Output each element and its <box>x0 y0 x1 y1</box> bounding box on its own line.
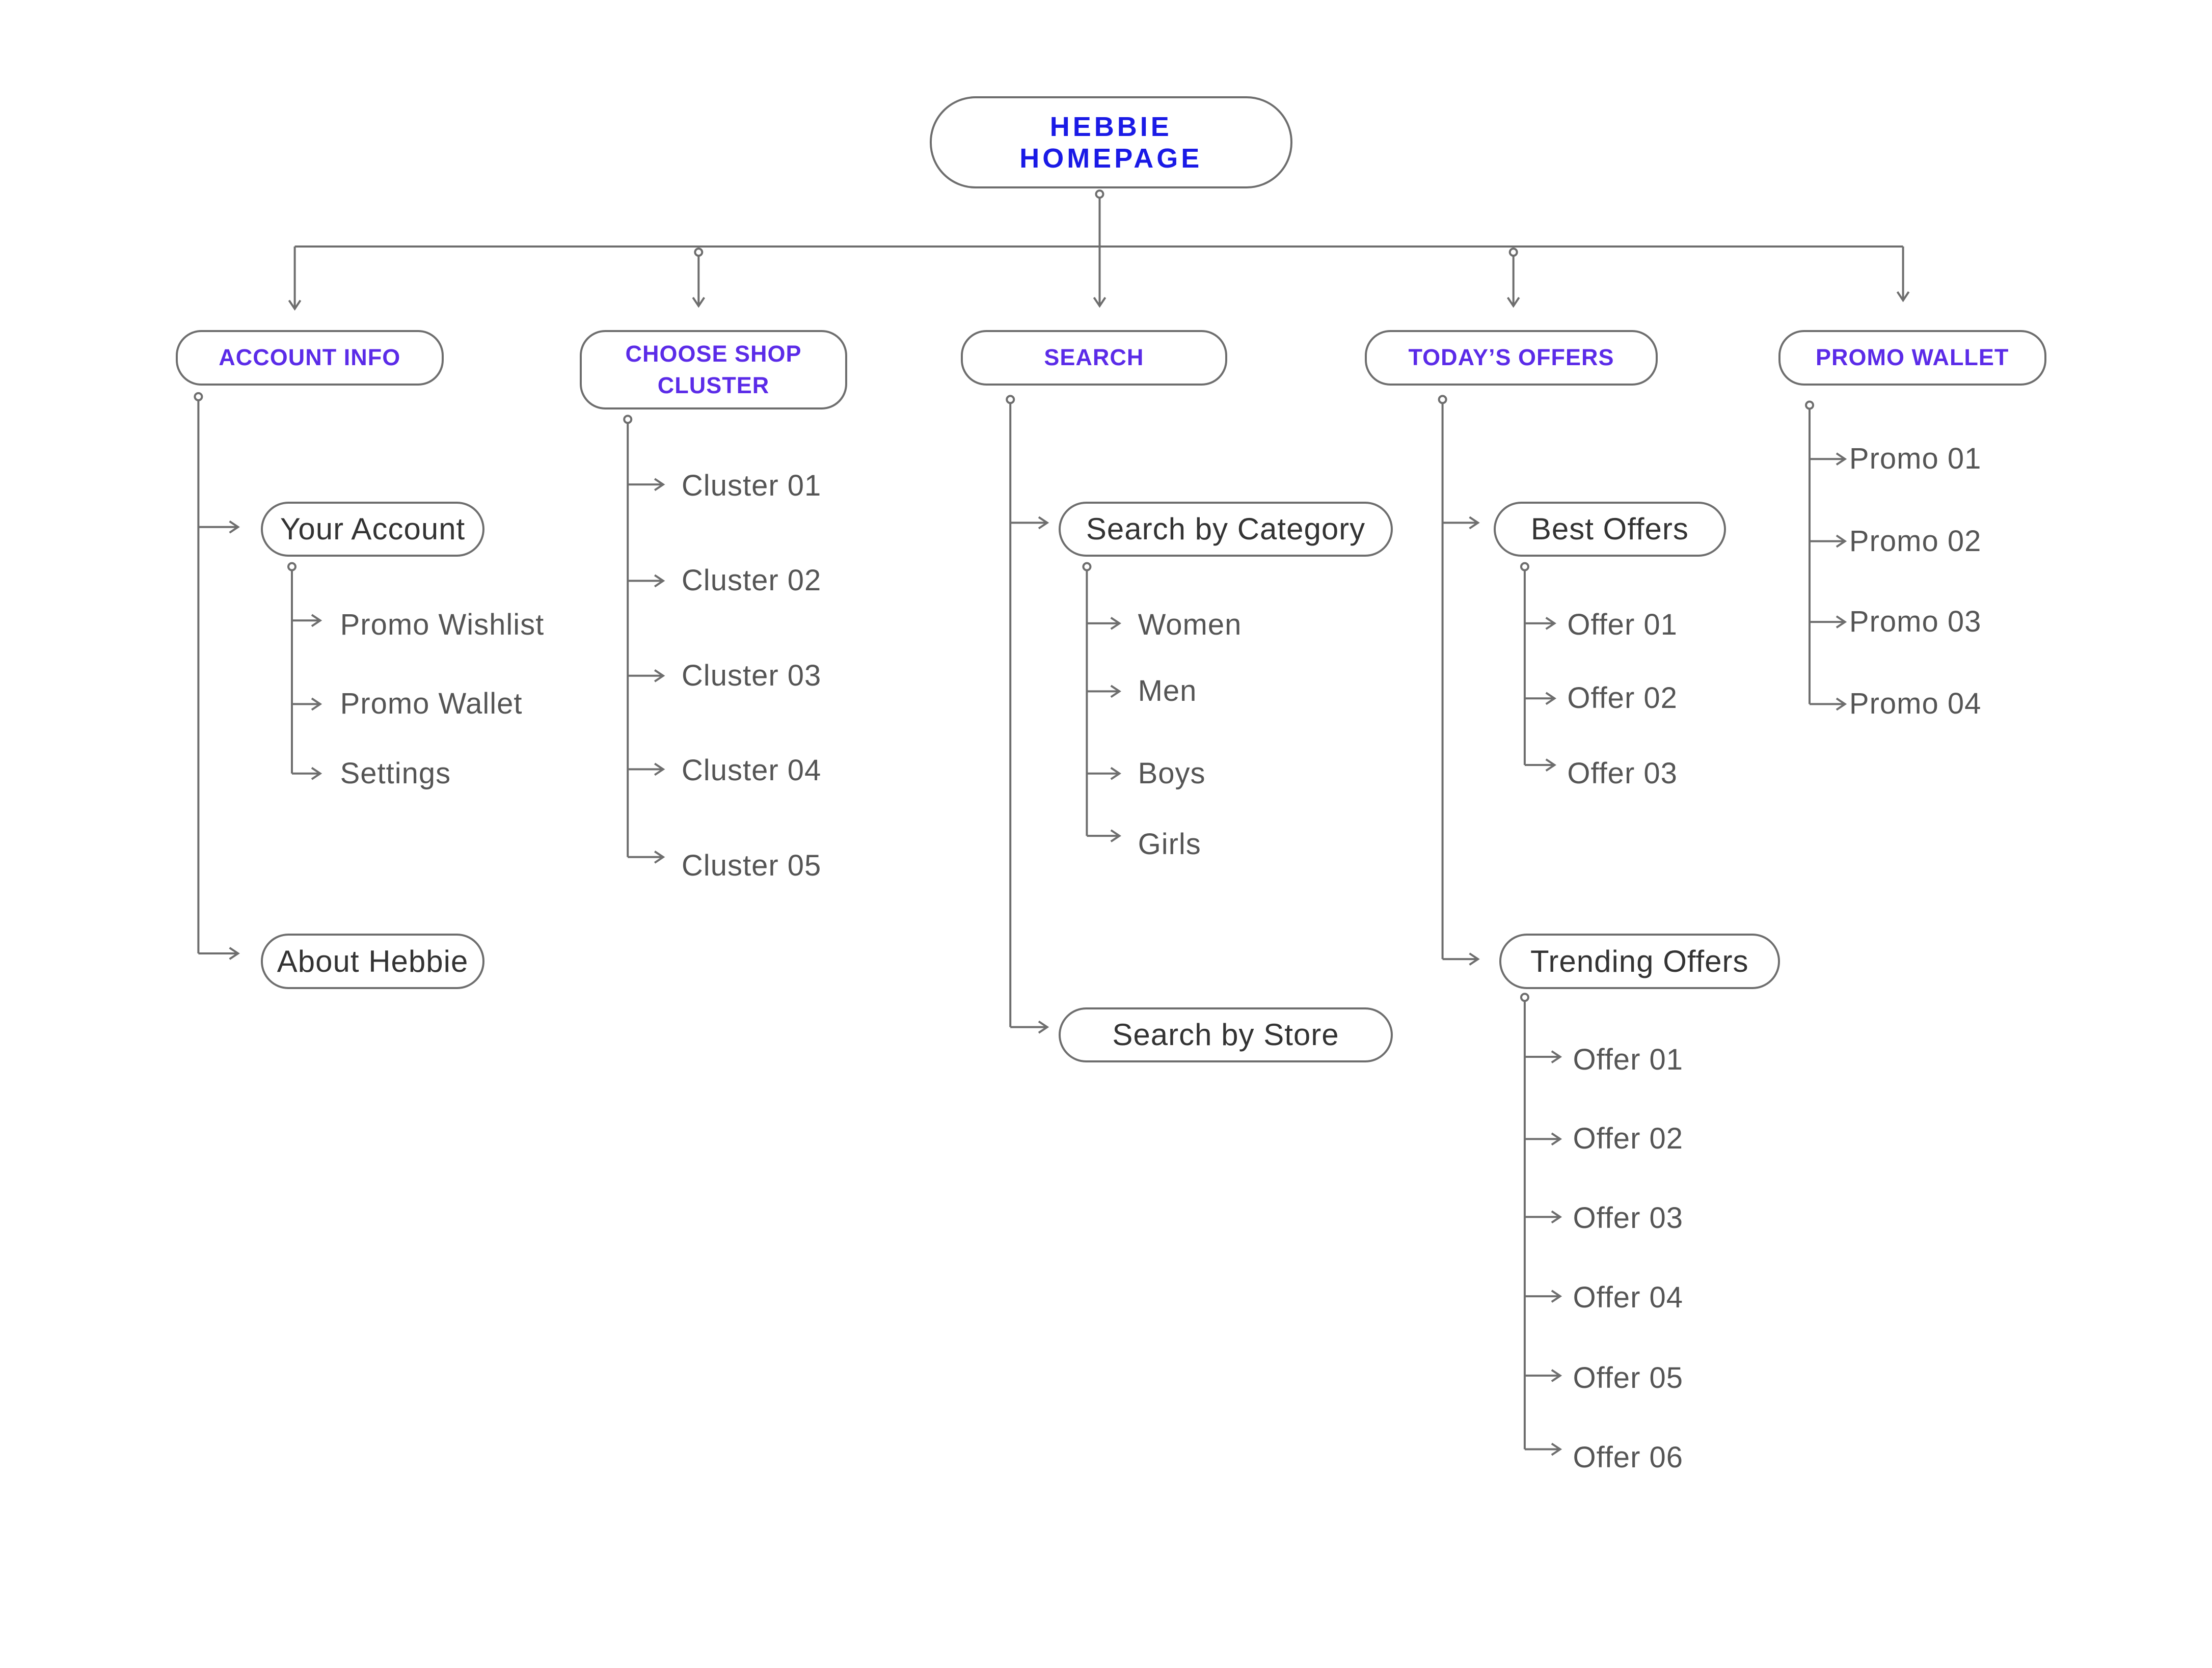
category-label: CHOOSE SHOP CLUSTER <box>625 340 802 398</box>
node-search-by-store: Search by Store <box>1058 1007 1393 1063</box>
leaf-trending-offer-03: Offer 03 <box>1573 1201 1684 1235</box>
arrowhead-right <box>1110 685 1122 698</box>
search-dot <box>1006 395 1015 404</box>
trending-dot <box>1520 993 1529 1002</box>
arrowhead-right <box>1551 1442 1562 1456</box>
leaf-promo-04: Promo 04 <box>1849 687 1982 721</box>
arrowhead-right <box>1836 697 1847 711</box>
leaf-trending-offer-04: Offer 04 <box>1573 1280 1684 1314</box>
leaf-best-offer-01: Offer 01 <box>1567 608 1678 641</box>
arrowhead-down <box>1896 291 1910 303</box>
best-dot <box>1520 562 1529 571</box>
node-label: Trending Offers <box>1530 944 1749 978</box>
leaf-cluster-04: Cluster 04 <box>681 754 822 787</box>
arrowhead-right <box>1469 516 1480 530</box>
drop-offers-dot <box>1508 248 1518 257</box>
node-label: Your Account <box>280 512 466 546</box>
leaf-best-offer-02: Offer 02 <box>1567 681 1678 715</box>
account-dot <box>194 392 203 401</box>
arrowhead-down <box>1093 296 1107 308</box>
arrowhead-right <box>1545 617 1557 630</box>
arrowhead-right <box>229 520 240 534</box>
leaf-cluster-01: Cluster 01 <box>681 469 822 503</box>
node-label: About Hebbie <box>277 944 469 978</box>
arrowhead-right <box>1110 767 1122 780</box>
arrowhead-right <box>654 851 665 864</box>
root-dot <box>1095 189 1104 199</box>
arrowhead-right <box>1551 1210 1562 1224</box>
arrowhead-right <box>654 762 665 776</box>
category-dot <box>1082 562 1092 571</box>
leaf-girls: Girls <box>1138 827 1201 861</box>
arrowhead-right <box>1551 1050 1562 1063</box>
arrowhead-right <box>654 669 665 682</box>
arrowhead-down <box>288 299 302 311</box>
arrowhead-right <box>1469 952 1480 966</box>
arrowhead-right <box>1836 615 1847 628</box>
leaf-trending-offer-05: Offer 05 <box>1573 1361 1684 1395</box>
node-label: Search by Category <box>1086 512 1366 546</box>
arrowhead-right <box>1545 692 1557 705</box>
category-account-info: ACCOUNT INFO <box>175 330 444 386</box>
leaf-men: Men <box>1138 674 1197 708</box>
root-node: HEBBIE HOMEPAGE <box>929 96 1292 188</box>
node-your-account: Your Account <box>260 501 485 557</box>
arrowhead-right <box>1038 1020 1049 1034</box>
arrowhead-right <box>1110 829 1122 842</box>
arrowhead-right <box>654 478 665 491</box>
leaf-promo-wishlist: Promo Wishlist <box>340 608 545 641</box>
arrowhead-right <box>1551 1369 1562 1382</box>
node-search-by-category: Search by Category <box>1058 501 1393 557</box>
category-label: TODAY’S OFFERS <box>1408 344 1614 371</box>
leaf-promo-wallet: Promo Wallet <box>340 687 523 721</box>
arrowhead-right <box>1836 534 1847 548</box>
category-label: ACCOUNT INFO <box>219 344 401 371</box>
arrowhead-right <box>654 574 665 588</box>
category-label: PROMO WALLET <box>1815 344 2009 371</box>
node-best-offers: Best Offers <box>1493 501 1726 557</box>
clusters-dot <box>623 415 633 424</box>
leaf-best-offer-03: Offer 03 <box>1567 756 1678 790</box>
node-about-hebbie: About Hebbie <box>260 934 485 989</box>
leaf-trending-offer-02: Offer 02 <box>1573 1122 1684 1156</box>
arrowhead-right <box>311 697 322 711</box>
promo-dot <box>1805 400 1815 410</box>
leaf-cluster-03: Cluster 03 <box>681 659 822 692</box>
arrowhead-down <box>692 296 706 308</box>
leaf-promo-01: Promo 01 <box>1849 442 1982 476</box>
arrowhead-down <box>1506 296 1520 308</box>
drop-cluster-dot <box>694 248 704 257</box>
arrowhead-right <box>311 767 322 780</box>
leaf-cluster-02: Cluster 02 <box>681 564 822 597</box>
category-promo-wallet: PROMO WALLET <box>1778 330 2046 386</box>
leaf-women: Women <box>1138 608 1242 641</box>
node-trending-offers: Trending Offers <box>1499 934 1780 989</box>
leaf-trending-offer-01: Offer 01 <box>1573 1043 1684 1076</box>
leaf-boys: Boys <box>1138 756 1206 790</box>
arrowhead-right <box>1110 617 1122 630</box>
leaf-cluster-05: Cluster 05 <box>681 849 822 882</box>
leaf-promo-02: Promo 02 <box>1849 524 1982 558</box>
arrowhead-right <box>1836 452 1847 466</box>
arrowhead-right <box>1551 1290 1562 1303</box>
leaf-promo-03: Promo 03 <box>1849 605 1982 639</box>
leaf-trending-offer-06: Offer 06 <box>1573 1441 1684 1474</box>
leaf-settings: Settings <box>340 756 451 790</box>
arrowhead-right <box>229 947 240 960</box>
category-search: SEARCH <box>960 330 1227 386</box>
category-todays-offers: TODAY’S OFFERS <box>1364 330 1658 386</box>
category-label: SEARCH <box>1044 344 1144 371</box>
category-choose-shop-cluster: CHOOSE SHOP CLUSTER <box>579 330 848 409</box>
offers-dot <box>1438 395 1447 404</box>
node-label: Best Offers <box>1530 512 1689 546</box>
arrowhead-right <box>311 614 322 627</box>
arrowhead-right <box>1038 516 1049 530</box>
node-label: Search by Store <box>1112 1018 1339 1052</box>
arrowhead-right <box>1551 1132 1562 1146</box>
arrowhead-right <box>1545 758 1557 772</box>
your-account-dot <box>287 562 296 571</box>
root-label: HEBBIE HOMEPAGE <box>1019 111 1203 174</box>
